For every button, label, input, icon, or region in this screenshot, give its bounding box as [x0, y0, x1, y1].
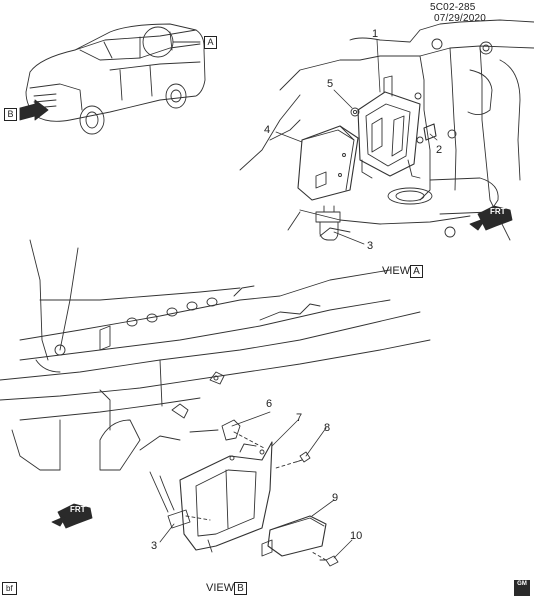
callout-5: 5	[327, 78, 334, 90]
frt-arrow-top	[469, 205, 513, 231]
view-a-detail	[239, 19, 534, 241]
callout-leaders	[159, 39, 438, 559]
callout-1: 1	[372, 28, 379, 40]
view-b-word: VIEW	[206, 582, 235, 594]
callout-7: 7	[296, 412, 303, 424]
callout-2: 2	[436, 144, 443, 156]
frt-label-top: FRT	[490, 207, 506, 216]
gm-logo-text: GM	[517, 581, 527, 587]
view-a-ref-box: A	[204, 36, 217, 49]
view-b-ref-label: B	[7, 109, 14, 119]
frt-label-bottom: FRT	[70, 505, 86, 514]
callout-3-lower: 3	[151, 540, 158, 552]
diagram-code: 5C02-285	[430, 2, 476, 13]
view-b-detail	[0, 239, 431, 567]
callout-6: 6	[266, 398, 273, 410]
gm-logo: GM	[514, 580, 530, 596]
author-tag: bf	[2, 582, 17, 595]
view-b-arrow	[19, 99, 49, 121]
callout-3-upper: 3	[367, 240, 374, 252]
vehicle-illustration	[25, 23, 206, 135]
callout-8: 8	[324, 422, 331, 434]
view-b-ref-box: B	[4, 108, 17, 121]
callout-9: 9	[332, 492, 339, 504]
view-a-ref-label: A	[207, 37, 214, 47]
callout-10: 10	[350, 530, 363, 542]
view-b-letter: B	[234, 582, 247, 595]
diagram-header: 5C02-285 07/29/2020	[430, 2, 534, 24]
frt-arrow-bottom	[51, 503, 93, 529]
view-a-letter: A	[410, 265, 423, 278]
view-a-word: VIEW	[382, 265, 411, 277]
callout-4: 4	[264, 124, 271, 136]
diagram-date: 07/29/2020	[434, 13, 487, 24]
